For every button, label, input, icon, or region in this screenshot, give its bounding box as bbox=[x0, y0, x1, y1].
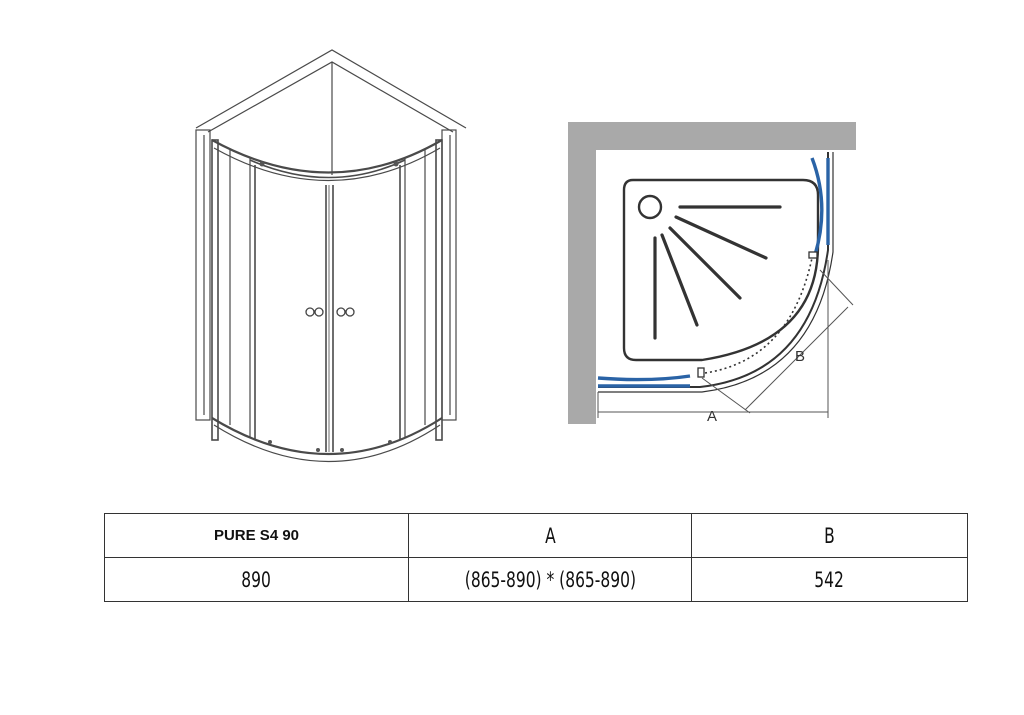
dimension-b-label: B bbox=[795, 348, 805, 365]
dimension-a-label: A bbox=[707, 408, 717, 425]
left-wall-profile bbox=[195, 129, 211, 421]
right-wall-profile bbox=[441, 129, 457, 421]
enclosure-curve bbox=[598, 152, 829, 388]
wall-top-outline bbox=[195, 49, 467, 129]
cell-b-value: 542 bbox=[691, 557, 968, 602]
door-handles-icon bbox=[305, 307, 355, 317]
drain-icon bbox=[637, 194, 663, 220]
bottom-rail bbox=[211, 417, 443, 455]
shower-plan-view: A B bbox=[568, 122, 856, 425]
spec-table: PURE S4 90 A B 890 (865-890) * (865-890)… bbox=[104, 513, 968, 602]
cell-size: 890 bbox=[104, 557, 409, 602]
spec-table-header: PURE S4 90 A B bbox=[104, 513, 968, 558]
header-model: PURE S4 90 bbox=[104, 513, 409, 558]
shower-enclosure-3d-view bbox=[195, 49, 467, 463]
right-frame-post bbox=[435, 139, 443, 441]
header-a: A bbox=[408, 513, 692, 558]
cell-a-range: (865-890) * (865-890) bbox=[408, 557, 692, 602]
left-frame-post bbox=[211, 139, 219, 441]
dimension-a bbox=[597, 260, 829, 418]
shower-tray bbox=[622, 178, 820, 362]
top-rail bbox=[211, 139, 443, 174]
spec-table-row: 890 (865-890) * (865-890) 542 bbox=[104, 557, 968, 602]
header-b: B bbox=[691, 513, 968, 558]
glass-panels bbox=[597, 157, 830, 388]
dimension-b bbox=[701, 269, 854, 414]
wall-top-inner bbox=[207, 61, 454, 133]
tray-slope-lines bbox=[653, 205, 782, 340]
